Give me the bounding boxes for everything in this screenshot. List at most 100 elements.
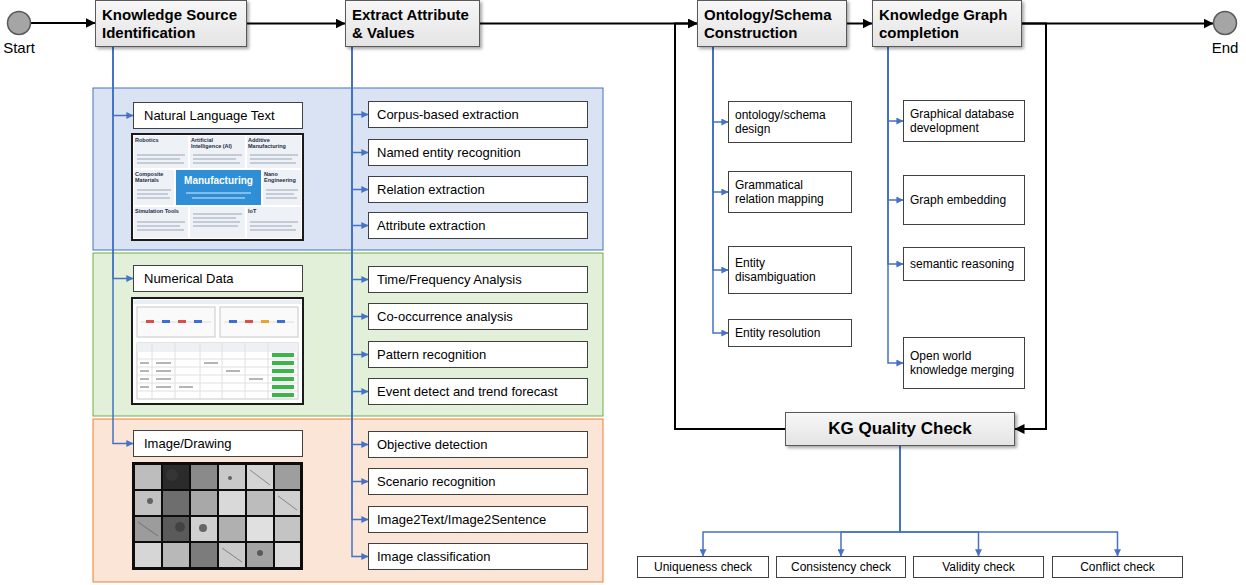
manufacturing-infographic-part	[134, 170, 174, 205]
illustration-label: Artificial Intelligence (AI)	[191, 137, 244, 149]
manufacturing-infographic-part-part	[250, 159, 292, 160]
node-text: Conflict check	[1080, 560, 1155, 574]
dashboard-screenshot-part-part	[268, 343, 269, 399]
manufacturing-infographic-part-part	[193, 218, 236, 219]
texture-image-grid-part-part	[228, 476, 232, 480]
texture-image-grid-part	[163, 517, 189, 541]
branch-connector	[352, 47, 368, 153]
check-box: Conflict check	[1052, 556, 1183, 578]
method-box: Event detect and trend forecast	[368, 378, 588, 405]
branch-connector	[352, 47, 368, 392]
node-text: Image classification	[377, 549, 490, 565]
node-text: Validity check	[942, 560, 1014, 574]
dashboard-screenshot-part-part	[272, 377, 294, 381]
illustration-label: Simulation Tools	[135, 208, 187, 214]
dashboard-screenshot-part	[137, 307, 215, 337]
node-text: Numerical Data	[144, 271, 234, 287]
manufacturing-infographic-part	[190, 136, 245, 168]
method-box: Image/Drawing	[133, 430, 303, 457]
texture-image-grid-part	[147, 469, 263, 556]
dashboard-screenshot-part	[137, 343, 298, 399]
texture-image-grid-part	[135, 543, 161, 567]
dashboard-screenshot-part	[261, 320, 269, 323]
dashboard-screenshot-part-part	[200, 343, 201, 399]
method-box: Named entity recognition	[368, 139, 588, 166]
manufacturing-infographic-part-part	[193, 226, 238, 227]
texture-image-grid-part-part	[199, 524, 207, 532]
dashboard-screenshot-part-part	[156, 378, 171, 380]
dashboard-screenshot-part	[245, 320, 253, 323]
manufacturing-infographic-part-part	[193, 222, 240, 223]
texture-image-grid-part	[275, 543, 300, 567]
process-box: KG Quality Check	[785, 412, 1015, 446]
texture-image-grid-part	[163, 491, 189, 515]
texture-image-grid-part	[163, 543, 189, 567]
node-text: Graph embedding	[910, 193, 1006, 207]
check-box: Uniqueness check	[637, 556, 769, 578]
texture-image-grid-part	[191, 491, 217, 515]
branch-connector	[352, 47, 368, 557]
dashboard-screenshot-part	[132, 298, 303, 404]
texture-image-grid-part	[219, 517, 245, 541]
node-text: Scenario recognition	[377, 474, 496, 490]
dashboard-screenshot-part-part	[137, 383, 298, 384]
source-band-part	[93, 419, 603, 582]
dashboard-screenshot-part	[137, 343, 298, 352]
node-text: Consistency check	[791, 560, 891, 574]
dashboard-screenshot-part-part	[175, 343, 176, 399]
dashboard-screenshot-part	[220, 307, 298, 337]
manufacturing-infographic-part-part	[266, 198, 297, 199]
method-box: Graph embedding	[903, 175, 1025, 225]
dashboard-screenshot-part-part	[140, 386, 149, 388]
manufacturing-infographic-part-part	[193, 214, 242, 215]
texture-image-grid-part-part	[175, 522, 185, 532]
node-text: Corpus-based extraction	[377, 107, 519, 123]
method-box: Graphical database development	[903, 100, 1025, 142]
node-text: Co-occurrence analysis	[377, 309, 513, 325]
node-text: Graphical database development	[910, 107, 1018, 136]
manufacturing-infographic-part-part	[250, 230, 296, 231]
branch-connector	[352, 47, 368, 115]
texture-image-grid-part	[132, 462, 303, 570]
manufacturing-infographic-part-part	[250, 155, 298, 156]
illustration-label: IoT	[248, 208, 300, 214]
manufacturing-infographic-part-part	[137, 226, 180, 227]
texture-image-grid-part-part	[147, 498, 153, 504]
branch-connector	[352, 47, 368, 482]
node-text: Relation extraction	[377, 182, 485, 198]
manufacturing-infographic-part-part	[137, 230, 184, 231]
texture-image-grid-part	[275, 465, 300, 489]
node-text: semantic reasoning	[910, 257, 1014, 271]
dashboard-screenshot-part-part	[204, 362, 218, 364]
texture-image-grid-part	[191, 517, 217, 541]
texture-image-grid-part	[191, 465, 217, 489]
dashboard-screenshot-part-part	[249, 378, 263, 380]
dashboard-screenshot-part-part	[245, 343, 246, 399]
method-box: Corpus-based extraction	[368, 101, 588, 128]
texture-image-grid-part	[219, 491, 245, 515]
process-box: Knowledge Source Identification	[95, 0, 247, 47]
dashboard-screenshot-part-part	[272, 385, 294, 389]
dashboard-screenshot	[132, 298, 303, 404]
process-box: Knowledge Graph completion	[872, 0, 1022, 47]
check-box: Validity check	[913, 556, 1044, 578]
branch-connector	[352, 47, 368, 520]
manufacturing-infographic-part-part	[137, 198, 170, 199]
dashboard-screenshot-part-part	[272, 369, 294, 373]
node-text: Pattern recognition	[377, 347, 486, 363]
dashboard-screenshot-part	[194, 320, 202, 323]
dashboard-screenshot-part-part	[156, 386, 171, 388]
dashboard-screenshot-part-part	[137, 391, 298, 392]
node-text: Image2Text/Image2Sentence	[377, 512, 546, 528]
texture-image-grid-part	[191, 543, 217, 567]
texture-image-grid-part-part	[166, 469, 178, 481]
texture-image-grid-part	[275, 491, 300, 515]
manufacturing-infographic-part-part	[137, 222, 185, 223]
method-box: Objective detection	[368, 431, 588, 458]
texture-image-grid-part-part	[250, 470, 270, 485]
node-text: Natural Language Text	[144, 108, 275, 124]
check-box: Consistency check	[776, 556, 906, 578]
